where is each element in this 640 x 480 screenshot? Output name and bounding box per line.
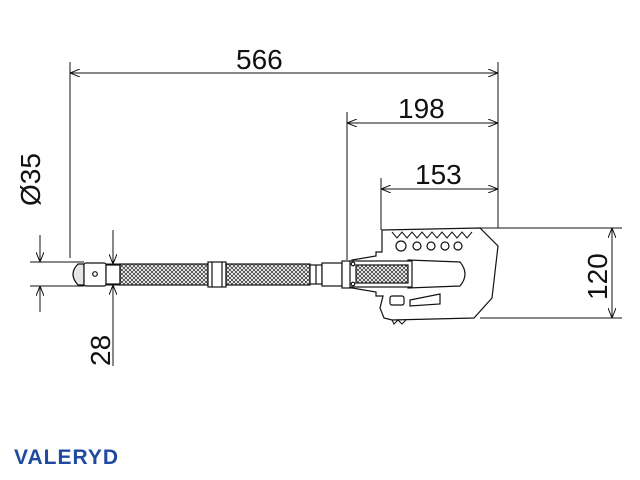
dimension-blade-section-label: 198 [398,93,445,124]
brand-logo: VALERYD [14,446,120,469]
dimension-grip-diameter-label: 28 [85,335,116,366]
dimension-blade-section [346,112,498,260]
dimension-handle-diameter-label: Ø35 [15,153,46,206]
dimension-blade-length-label: 153 [415,159,462,190]
dimension-overall-length [69,62,499,258]
shovel-blade [351,227,499,325]
dimension-blade-width [480,227,622,319]
dimension-handle-diameter [30,235,84,312]
shovel-locking-sleeve [349,260,413,288]
dimension-blade-width-label: 120 [582,253,613,300]
dimension-overall-length-label: 566 [236,44,283,75]
dimension-blade-length [380,178,498,230]
shovel-handle [72,260,353,289]
